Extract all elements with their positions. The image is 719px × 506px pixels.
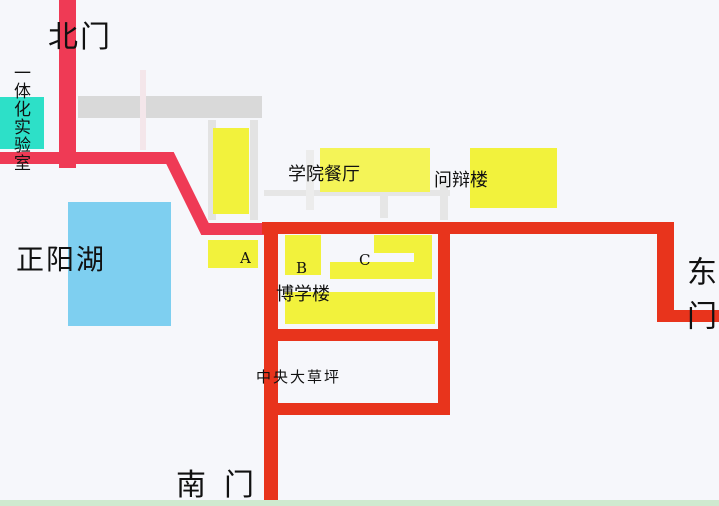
east-gate-label: 东门 <box>681 256 716 344</box>
east-road-end <box>657 310 719 322</box>
north-gate-label: 北门 <box>48 20 112 55</box>
gray-line-3 <box>306 150 314 210</box>
inner-road-v <box>438 222 450 414</box>
lawn-label: 中央大草坪 <box>256 368 342 386</box>
boxue-building <box>285 292 435 324</box>
wenbian-label: 问辩楼 <box>434 170 488 191</box>
building-c-bottom <box>330 262 432 279</box>
south-gate-label: 南门 <box>176 468 272 503</box>
building-b-label: B <box>296 259 308 277</box>
west-road <box>0 152 268 235</box>
north-road <box>59 0 76 168</box>
bottom-strip <box>0 500 719 506</box>
gray-block-left <box>208 120 216 220</box>
building-left-tall <box>213 128 249 214</box>
central-road-h <box>262 222 674 234</box>
gray-line-2 <box>440 180 448 220</box>
south-road <box>264 222 278 506</box>
canteen-label: 学院餐厅 <box>288 164 360 185</box>
gray-line-4 <box>380 192 388 218</box>
lab-label: 一体化实验室 <box>10 64 30 172</box>
boxue-label: 博学楼 <box>276 284 330 305</box>
east-road-v <box>657 222 674 320</box>
canteen-building <box>320 148 430 192</box>
inner-road-h2 <box>264 403 450 415</box>
building-a-label: A <box>240 249 251 267</box>
gray-line-1 <box>264 190 450 196</box>
inner-road-h1 <box>264 329 450 341</box>
lab-area <box>0 97 44 149</box>
gray-block-mid <box>250 120 258 220</box>
gray-block-top <box>78 96 262 118</box>
pink-faint-line <box>140 70 146 150</box>
lake-area <box>68 202 171 326</box>
building-c-label: C <box>359 251 371 269</box>
wenbian-building <box>470 148 557 208</box>
lake-label: 正阳湖 <box>16 243 107 276</box>
building-a <box>208 240 258 268</box>
building-b <box>285 235 321 275</box>
